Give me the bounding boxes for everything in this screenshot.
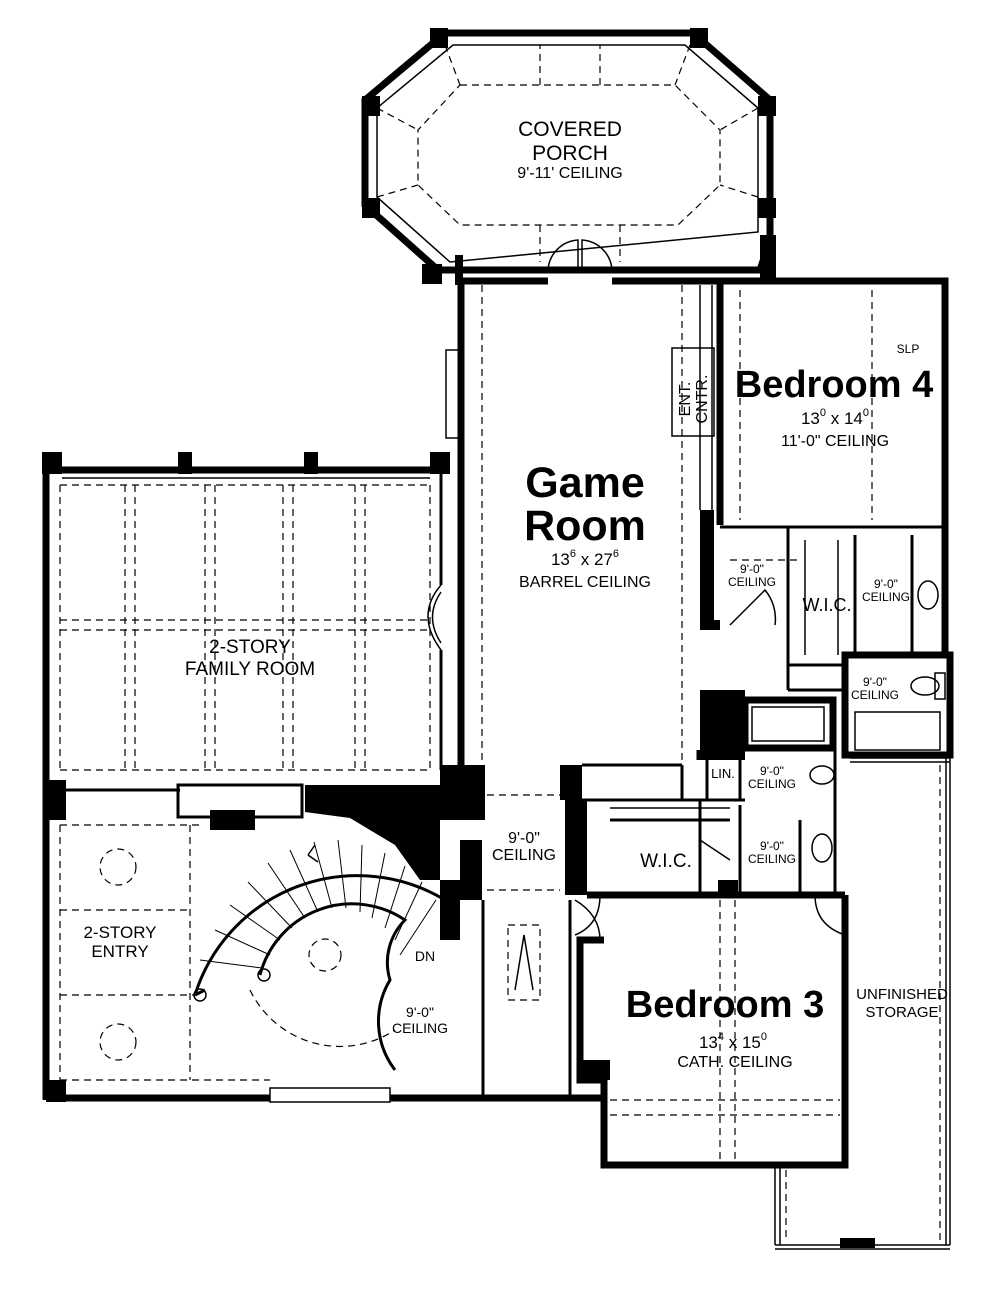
ent-cntr-label: ENT.CNTR. [677, 359, 711, 439]
bedroom-3 [574, 894, 849, 1169]
bedroom-4-dimensions: 130 x 140 [760, 407, 910, 428]
covered-porch-title-2: PORCH [532, 142, 608, 165]
entry-and-stair [42, 780, 483, 1103]
entry-title-2: ENTRY [91, 942, 149, 961]
dim-width: 13 [800, 409, 820, 428]
ceiling-word: CEILING [391, 1020, 448, 1036]
dim-depth-inches: 0 [862, 407, 870, 419]
ceiling-height: 9'-0" [760, 764, 784, 778]
dim-width-inches: 4 [717, 1031, 725, 1043]
bedroom-4-title: Bedroom 4 [734, 364, 934, 406]
ceiling-note-bed3-bath: 9'-0"CEILING [740, 840, 804, 866]
entry-title-1: 2-STORY [83, 923, 157, 942]
ceiling-note-bed3-wc: 9'-0"CEILING [740, 765, 804, 791]
game-room-title-1: Game [525, 459, 645, 507]
dim-width-inches: 0 [819, 407, 827, 419]
ceiling-note-bed4-wc: 9'-0"CEILING [843, 676, 907, 702]
ceiling-note-bed4-closet: 9'-0"CEILING [720, 563, 784, 589]
dim-width: 13 [550, 550, 570, 569]
ceiling-height: 9'-0" [760, 839, 784, 853]
dim-width-inches: 6 [569, 548, 577, 560]
ceiling-word: CEILING [861, 590, 910, 604]
storage-title-1: UNFINISHED [856, 986, 948, 1003]
bedroom-3-dimensions: 134 x 150 [658, 1031, 808, 1052]
ceiling-word: CEILING [727, 575, 776, 589]
ceiling-note-stair: 9'-0"CEILING [380, 1004, 460, 1036]
dim-depth: x 27 [580, 550, 613, 569]
covered-porch [361, 28, 776, 284]
dim-depth: x 14 [830, 409, 863, 428]
slp-label: SLP [896, 342, 920, 356]
lin-label: LIN. [711, 766, 735, 781]
dim-width: 13 [698, 1033, 718, 1052]
bedroom-4 [700, 277, 954, 760]
dim-depth-inches: 6 [612, 548, 620, 560]
game-room-title-2: Room [524, 502, 646, 550]
game-room [445, 255, 720, 765]
ceiling-word: CEILING [850, 688, 899, 702]
bedroom-4-ceiling: 11'-0" CEILING [780, 433, 890, 450]
stair-dn-label: DN [414, 948, 436, 964]
wic-bed3-label: W.I.C. [640, 851, 692, 872]
dim-depth-inches: 0 [760, 1031, 768, 1043]
game-room-ceiling: BARREL CEILING [519, 574, 651, 591]
ceiling-height: 9'-0" [874, 577, 898, 591]
dim-depth: x 15 [728, 1033, 761, 1052]
covered-porch-title-1: COVERED [518, 118, 622, 141]
ceiling-height: 9'-0" [406, 1004, 434, 1020]
family-room-title-1: 2-STORY [209, 637, 291, 658]
hall [440, 763, 684, 1102]
ceiling-note-bed4-bath: 9'-0"CEILING [854, 578, 918, 604]
bedroom-3-ceiling: CATH. CEILING [677, 1054, 793, 1071]
ceiling-height: 9'-0" [863, 675, 887, 689]
family-room [42, 452, 450, 790]
ceiling-height: 9'-0" [740, 562, 764, 576]
game-room-dimensions: 136 x 276 [500, 548, 670, 569]
storage-title-2: STORAGE [865, 1004, 939, 1021]
covered-porch-ceiling: 9'-11' CEILING [517, 165, 623, 182]
cntr-label: CNTR. [694, 374, 711, 424]
ent-label: ENT. [677, 381, 694, 417]
ceiling-word: CEILING [747, 777, 796, 791]
ceiling-height: 9'-0" [508, 830, 540, 847]
ceiling-note-hall: 9'-0"CEILING [484, 830, 564, 864]
ceiling-word: CEILING [747, 852, 796, 866]
bedroom-3-title: Bedroom 3 [625, 984, 825, 1026]
bedroom-3-suite [587, 748, 845, 899]
wic-bed4-label: W.I.C. [802, 595, 852, 615]
ceiling-word: CEILING [491, 847, 556, 864]
unfinished-storage [774, 757, 951, 1250]
family-room-title-2: FAMILY ROOM [184, 659, 316, 680]
